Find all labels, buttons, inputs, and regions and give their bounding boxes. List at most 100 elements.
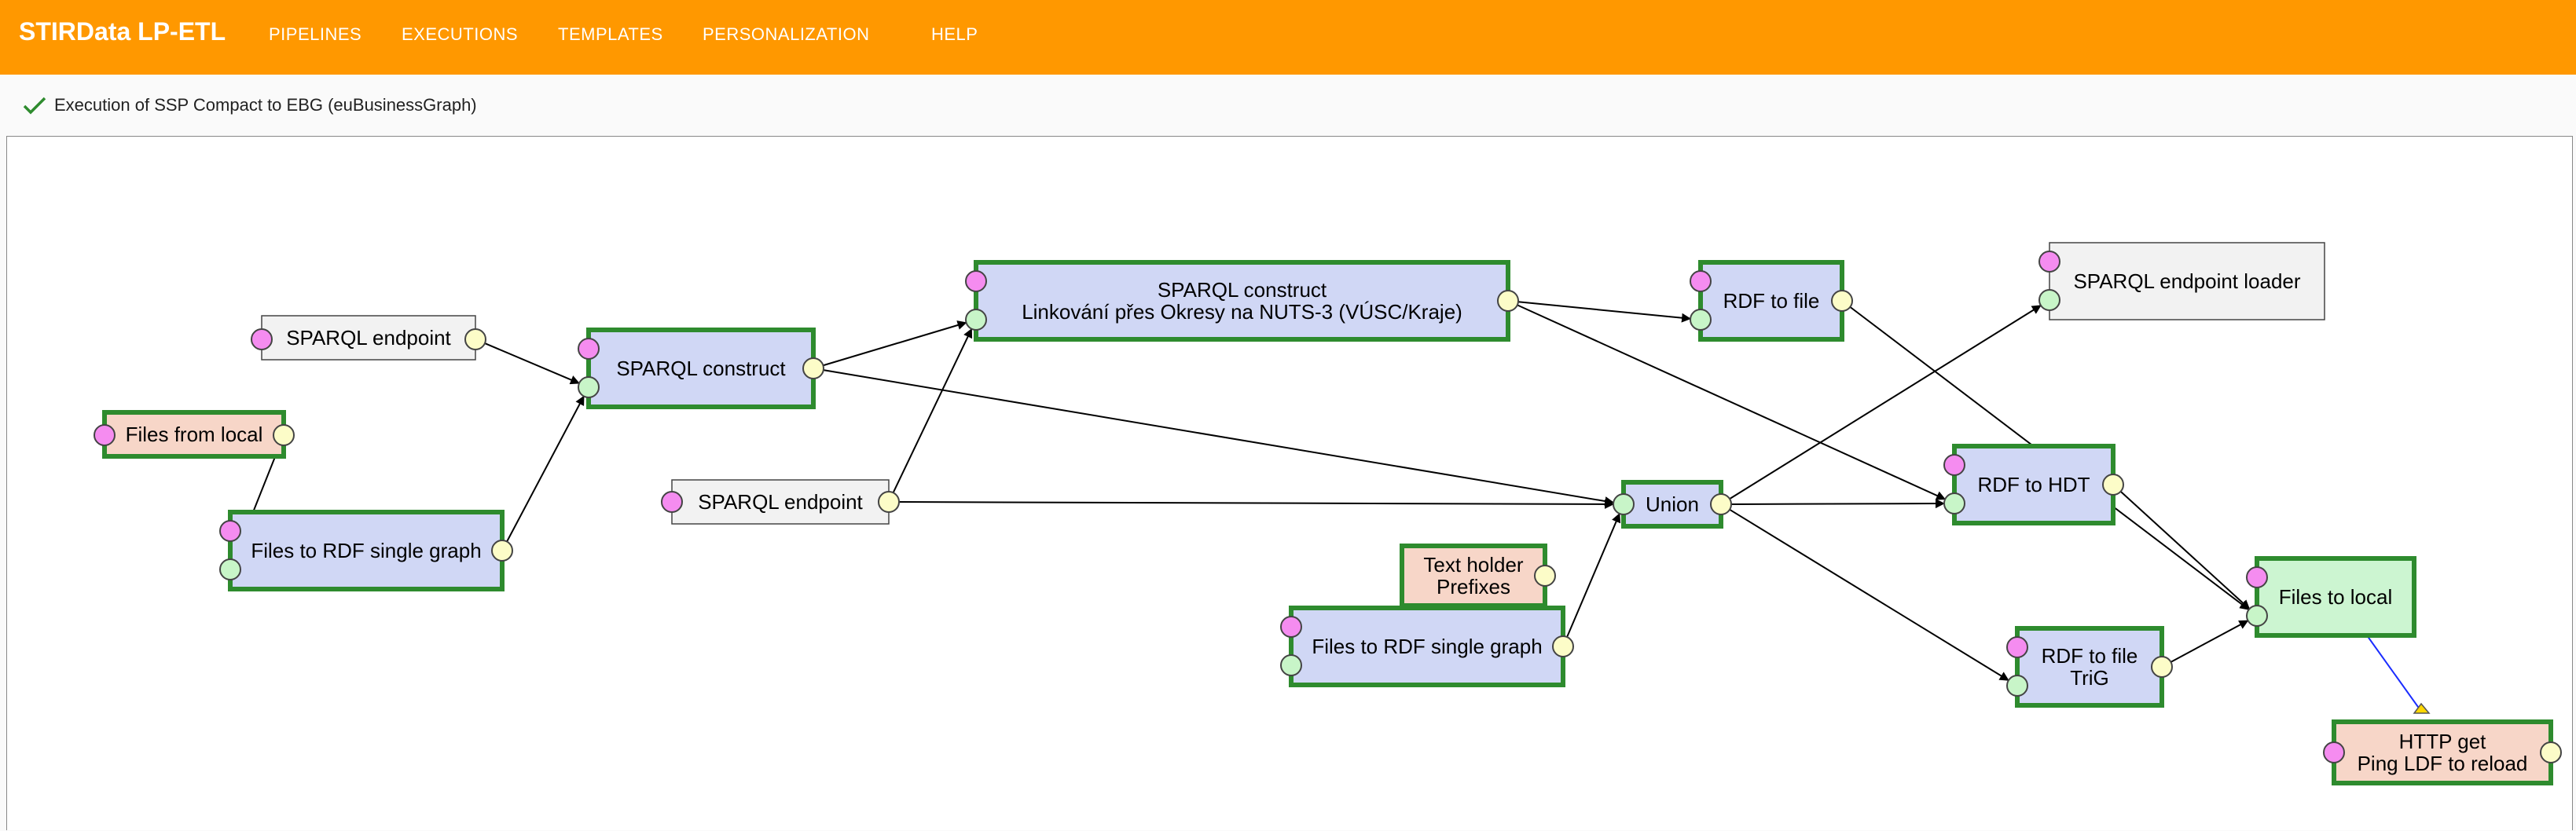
nav-templates[interactable]: TEMPLATES — [558, 24, 663, 44]
component-label: SPARQL construct — [616, 357, 786, 380]
output-port[interactable] — [1552, 635, 1574, 657]
component-box — [2332, 719, 2553, 785]
output-port[interactable] — [1497, 290, 1519, 312]
input-port[interactable] — [578, 376, 600, 398]
input-port[interactable] — [219, 558, 241, 580]
input-port[interactable] — [1690, 309, 1712, 331]
output-port[interactable] — [464, 328, 486, 350]
nav-pipelines[interactable]: PIPELINES — [269, 24, 362, 44]
data-link-sparql_construct_1-to-union[interactable] — [823, 369, 1615, 506]
component-label: RDF to HDT — [1978, 473, 2090, 496]
config-port[interactable] — [578, 338, 600, 360]
component-label: RDF to file — [1723, 289, 1820, 313]
component-rdf-to-hdt[interactable]: RDF to HDT — [1943, 444, 2124, 525]
config-port[interactable] — [2323, 741, 2345, 763]
component-box — [261, 315, 476, 361]
component-label: SPARQL endpoint loader — [2073, 269, 2300, 293]
data-link-files_to_rdf_2-to-union[interactable] — [1566, 513, 1621, 638]
data-link-union-to-sparql_endpoint_loader[interactable] — [1729, 305, 2042, 500]
config-port[interactable] — [2246, 566, 2268, 588]
input-port[interactable] — [2246, 605, 2268, 627]
input-port[interactable] — [1613, 493, 1635, 515]
output-port[interactable] — [273, 424, 295, 446]
component-label: SPARQL endpoint — [286, 326, 451, 350]
component-sparql-endpoint-1[interactable]: SPARQL endpoint — [251, 315, 486, 361]
config-port[interactable] — [2006, 636, 2028, 658]
component-label: SPARQL construct — [1158, 278, 1327, 302]
input-port[interactable] — [2038, 289, 2060, 311]
nav-help[interactable]: HELP — [931, 24, 978, 44]
component-box — [1621, 480, 1723, 529]
data-link-sparql_construct_2-to-rdf_to_hdt[interactable] — [1517, 304, 1947, 500]
check-icon — [23, 97, 46, 115]
output-port[interactable] — [2540, 741, 2562, 763]
output-port[interactable] — [1710, 493, 1732, 515]
component-sparql-endpoint-2[interactable]: SPARQL endpoint — [661, 479, 900, 525]
output-port[interactable] — [491, 540, 513, 562]
component-files-to-rdf-1[interactable]: Files to RDF single graph — [219, 510, 513, 591]
output-port[interactable] — [802, 357, 824, 379]
input-port[interactable] — [965, 309, 987, 331]
component-label: SPARQL endpoint — [698, 490, 863, 514]
data-link-sparql_construct_2-to-rdf_to_file_1[interactable] — [1517, 301, 1692, 323]
component-files-from-local[interactable]: Files from local — [94, 410, 295, 459]
component-sparql-construct-1[interactable]: SPARQL construct — [578, 328, 824, 409]
component-files-to-local[interactable]: Files to local — [2246, 556, 2416, 638]
component-label: HTTP get — [2399, 730, 2487, 753]
component-box — [1698, 260, 1844, 342]
input-port[interactable] — [1280, 654, 1302, 676]
component-label: TriG — [2070, 666, 2109, 690]
execution-header — [0, 75, 2576, 136]
data-link-files_to_rdf_1-to-sparql_construct_1[interactable] — [506, 395, 585, 542]
component-label: Files to RDF single graph — [1312, 635, 1542, 658]
data-link-sparql_endpoint_2-to-union[interactable] — [898, 499, 1615, 509]
output-port[interactable] — [2151, 656, 2173, 678]
data-link-union-to-rdf_to_hdt[interactable] — [1730, 499, 1945, 509]
component-files-to-rdf-2[interactable]: Files to RDF single graph — [1280, 606, 1574, 687]
config-port[interactable] — [2038, 251, 2060, 273]
component-union[interactable]: Union — [1613, 480, 1732, 529]
input-port[interactable] — [1943, 492, 1965, 514]
data-link-rdf_to_file_trig-to-files_to_local[interactable] — [2170, 620, 2249, 663]
output-port[interactable] — [1831, 290, 1853, 312]
config-port[interactable] — [219, 520, 241, 542]
output-port[interactable] — [1534, 565, 1556, 587]
component-box — [671, 479, 890, 525]
component-label: Linkování přes Okresy na NUTS-3 (VÚSC/Kr… — [1022, 300, 1462, 324]
run-after-link[interactable] — [2366, 635, 2423, 713]
config-port[interactable] — [1690, 270, 1712, 292]
component-sparql-endpoint-loader[interactable]: SPARQL endpoint loader — [2038, 242, 2325, 320]
input-port[interactable] — [2006, 675, 2028, 697]
component-label: RDF to file — [2042, 644, 2138, 668]
nav-personalization[interactable]: PERSONALIZATION — [703, 24, 870, 44]
component-label: Files to RDF single graph — [251, 539, 481, 562]
component-box — [2015, 626, 2164, 708]
config-port[interactable] — [661, 491, 683, 513]
data-link-sparql_endpoint_2-to-sparql_construct_2[interactable] — [892, 328, 973, 493]
config-port[interactable] — [94, 424, 116, 446]
component-label: Files to local — [2279, 585, 2393, 609]
output-port[interactable] — [2102, 474, 2124, 496]
component-rdf-to-file-1[interactable]: RDF to file — [1690, 260, 1853, 342]
data-link-union-to-rdf_to_file_trig[interactable] — [1729, 508, 2009, 682]
config-port[interactable] — [965, 270, 987, 292]
top-app-bar: STIRData LP-ETL PIPELINES EXECUTIONS TEM… — [0, 0, 2576, 75]
component-label: Union — [1646, 492, 1699, 516]
component-box — [974, 260, 1510, 342]
nav-executions[interactable]: EXECUTIONS — [402, 24, 519, 44]
component-label: Ping LDF to reload — [2358, 752, 2528, 775]
output-port[interactable] — [878, 491, 900, 513]
data-link-sparql_endpoint_1-to-sparql_construct_1[interactable] — [484, 342, 580, 385]
config-port[interactable] — [1280, 616, 1302, 638]
app-title[interactable]: STIRData LP-ETL — [19, 17, 226, 46]
config-port[interactable] — [251, 328, 273, 350]
data-link-rdf_to_hdt-to-files_to_local[interactable] — [2119, 491, 2251, 610]
data-link-sparql_construct_1-to-sparql_construct_2[interactable] — [823, 320, 967, 367]
config-port[interactable] — [1943, 454, 1965, 476]
